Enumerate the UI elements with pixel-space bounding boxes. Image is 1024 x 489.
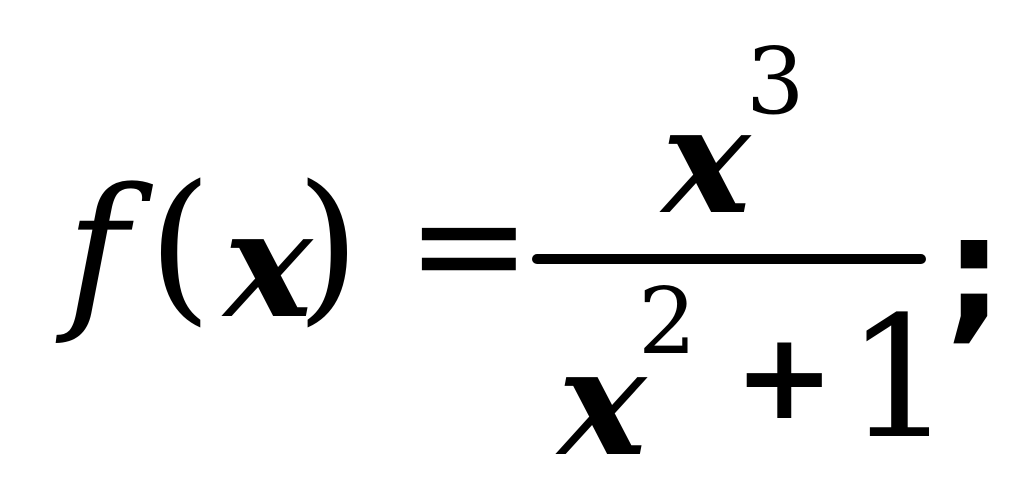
argument-variable: x bbox=[224, 177, 313, 351]
plus-sign: + bbox=[734, 308, 835, 447]
numerator-exponent: 3 bbox=[746, 28, 805, 135]
formula: f ( x ) = x 3 x 2 + 1 ; bbox=[66, 28, 1004, 489]
open-paren: ( bbox=[148, 150, 212, 341]
denominator-exponent: 2 bbox=[638, 268, 697, 375]
equals-sign: = bbox=[406, 158, 532, 332]
semicolon: ; bbox=[944, 184, 1004, 358]
denominator-variable: x bbox=[558, 315, 647, 489]
function-name: f bbox=[66, 152, 129, 348]
close-paren: ) bbox=[296, 150, 360, 341]
denominator-constant: 1 bbox=[846, 280, 953, 476]
numerator-variable: x bbox=[662, 73, 751, 247]
fraction-bar bbox=[532, 254, 926, 264]
